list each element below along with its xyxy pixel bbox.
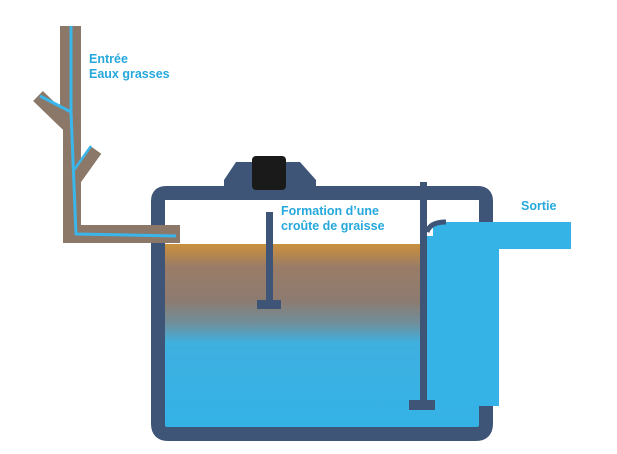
crust-label: Formation d’une croûte de graisse [281,204,385,234]
inlet-pipe [33,26,180,243]
crust-label-line2: croûte de graisse [281,219,385,233]
outlet-dip-pipe [409,182,499,410]
tank-wall [151,186,493,441]
inlet-label-line2: Eaux grasses [89,67,170,81]
tank-liquid [158,244,486,434]
crust-baffle [257,212,281,309]
inlet-label: Entrée Eaux grasses [89,52,170,82]
crust-label-line1: Formation d’une [281,204,379,218]
manhole-cover [252,156,286,190]
outlet-pipe-edge [424,219,447,233]
outlet-pipe [433,222,571,262]
outlet-label: Sortie [521,199,556,214]
outlet-label-text: Sortie [521,199,557,213]
inlet-label-line1: Entrée [89,52,128,66]
